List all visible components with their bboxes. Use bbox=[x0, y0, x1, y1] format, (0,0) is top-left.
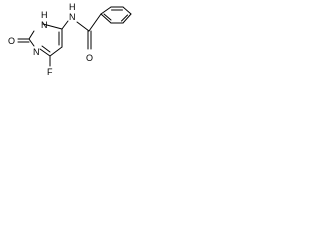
bond-pyrimidine-2 bbox=[49, 46, 63, 57]
bond-pyrimidine-3 bbox=[39, 48, 51, 57]
atom-label-amide-n: N bbox=[69, 12, 76, 22]
bond-pyrimidine-6 bbox=[42, 23, 63, 30]
bond-pyrimidine-4 bbox=[28, 38, 35, 47]
atom-label-fluorine: F bbox=[47, 67, 53, 77]
bond-benzene-1 bbox=[100, 6, 112, 15]
bond-ring-to-carbonyl bbox=[88, 13, 102, 32]
bond-benzene-inner-2 bbox=[121, 14, 128, 22]
pyrimidine-ring bbox=[17, 23, 63, 67]
benzene-ring bbox=[100, 6, 132, 24]
atom-label-ring-n1-h: H bbox=[41, 10, 48, 20]
bond-benzene-6 bbox=[100, 13, 112, 24]
atom-label-carbonyl-o-amide: O bbox=[86, 53, 93, 63]
atom-label-carbonyl-o-left: O bbox=[8, 36, 15, 46]
bond-carbonyl-to-nh bbox=[76, 21, 90, 32]
amide-linkage bbox=[61, 13, 102, 50]
bond-benzene-inner-3 bbox=[103, 13, 112, 21]
atom-label-ring-n1: N bbox=[41, 20, 48, 30]
bond-pyrimidine-5 bbox=[28, 30, 35, 40]
atom-label-amide-n-h: H bbox=[69, 2, 76, 12]
bond-benzene-3 bbox=[122, 6, 132, 15]
bond-pyrimidine-inner-2 bbox=[41, 45, 51, 53]
chemical-structure: N H N H O O N F bbox=[8, 2, 132, 77]
bond-nh-to-pyrimidine bbox=[61, 20, 69, 30]
atom-label-ring-n3: N bbox=[33, 47, 40, 57]
bond-benzene-4 bbox=[122, 13, 132, 24]
